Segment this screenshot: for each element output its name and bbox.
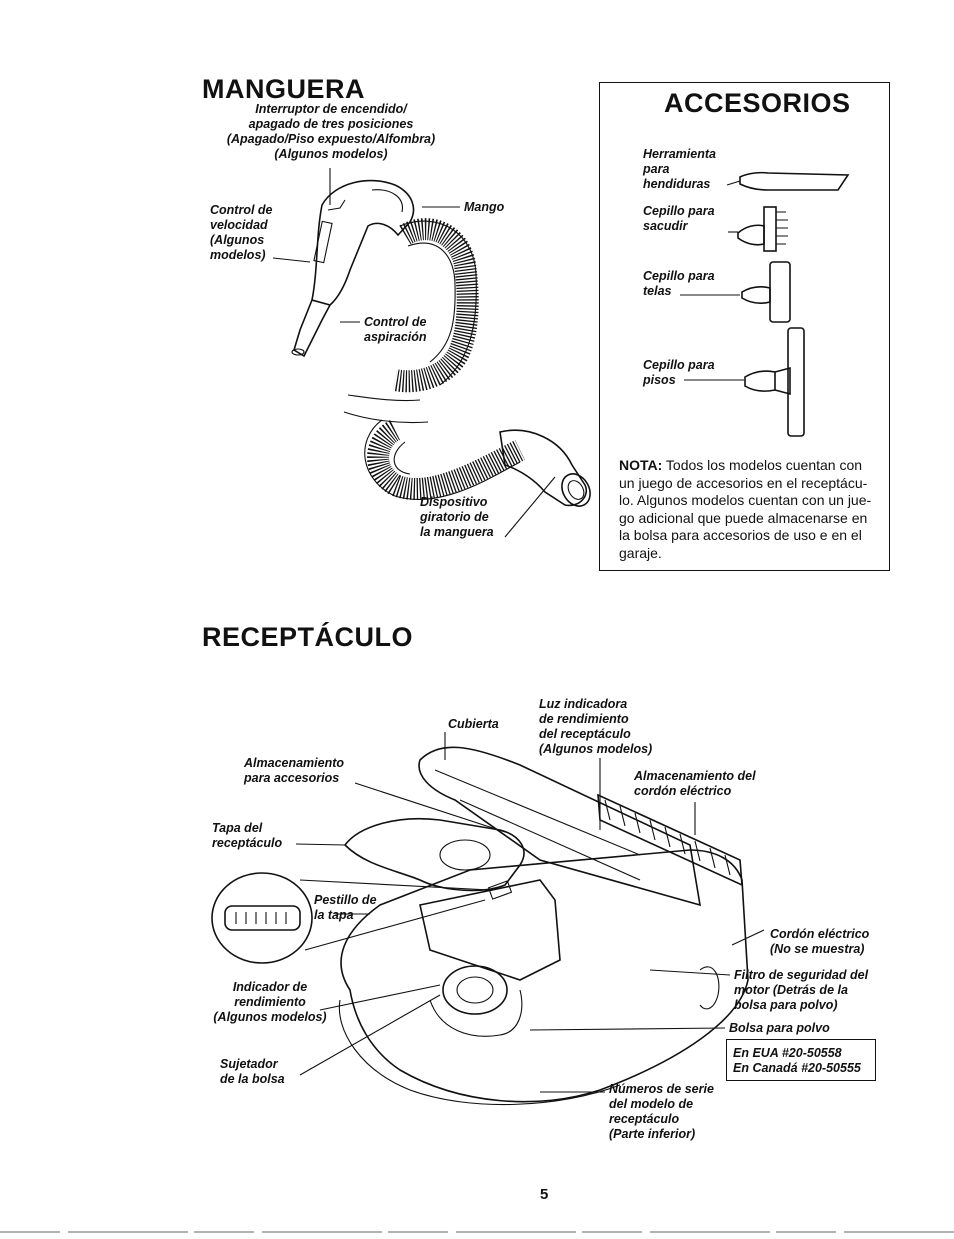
floor-brush-icon <box>684 327 805 437</box>
accesorios-title: ACCESORIOS <box>664 88 851 118</box>
part-number-canada: En Canadá #20-50555 <box>733 1061 861 1075</box>
note-text: Todos los modelos cuentan con un juego d… <box>619 457 872 561</box>
hose-illustration <box>272 168 591 538</box>
note-label: NOTA: <box>619 457 663 473</box>
performance-light-label: Luz indicadora de rendimiento del recept… <box>539 697 653 756</box>
accessories-note: NOTA: Todos los modelos cuentan con un j… <box>619 457 881 563</box>
dusting-brush-label: Cepillo para sacudir <box>643 204 715 233</box>
floor-brush-label: Cepillo para pisos <box>643 358 715 387</box>
cover-label: Cubierta <box>448 717 499 731</box>
bag-part-number-box: En EUA #20-50558 En Canadá #20-50555 <box>726 1039 876 1081</box>
canister-illustration <box>211 732 765 1106</box>
accessories-box <box>599 82 890 571</box>
part-number-us: En EUA #20-50558 <box>733 1046 842 1060</box>
crevice-tool-label: Herramienta para hendiduras <box>643 147 716 191</box>
lid-latch-label: Pestillo de la tapa <box>314 893 377 922</box>
canister-lid-label: Tapa del receptáculo <box>212 821 283 850</box>
serial-number-label: Números de serie del modelo de receptácu… <box>609 1082 714 1141</box>
receptaculo-title: RECEPTÁCULO <box>202 622 414 652</box>
speed-control-label: Control de velocidad (Algunos modelos) <box>210 203 273 262</box>
accessory-storage-label: Almacenamiento para accesorios <box>244 756 345 785</box>
cord-storage-label: Almacenamiento del cordón eléctrico <box>634 769 756 798</box>
handle-label: Mango <box>464 200 505 214</box>
motor-filter-label: Filtro de seguridad del motor (Detrás de… <box>734 968 869 1012</box>
suction-control-label: Control de aspiración <box>364 315 427 344</box>
manguera-title: MANGUERA <box>202 74 365 104</box>
dusting-brush-icon <box>728 206 788 252</box>
switch-label: Interruptor de encendido/ apagado de tre… <box>226 102 436 161</box>
bag-holder-label: Sujetador de la bolsa <box>220 1057 285 1086</box>
page-number: 5 <box>540 1186 549 1203</box>
performance-indicator-label: Indicador de rendimiento (Algunos modelo… <box>213 980 327 1024</box>
power-cord-label: Cordón eléctrico (No se muestra) <box>770 927 870 956</box>
dust-bag-label: Bolsa para polvo <box>729 1021 830 1035</box>
crevice-tool-icon <box>726 171 850 191</box>
upholstery-brush-icon <box>680 261 791 323</box>
hose-swivel-label: Dispositivo giratorio de la manguera <box>420 495 494 539</box>
upholstery-brush-label: Cepillo para telas <box>643 269 715 298</box>
